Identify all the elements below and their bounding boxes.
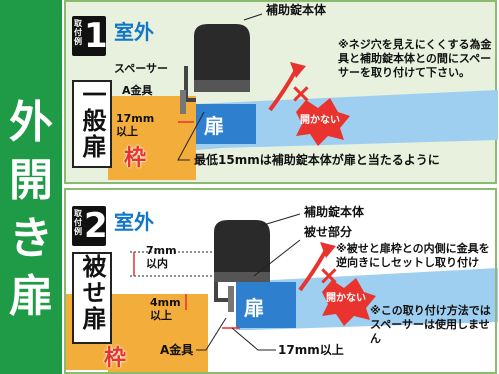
badge-number-1: 1 xyxy=(84,16,108,56)
lock-body xyxy=(194,24,250,80)
overlap-leader xyxy=(253,239,301,277)
gap-label-1: 17mm以上 xyxy=(116,112,155,138)
door-blue-block xyxy=(196,104,256,144)
gap-7mm-label: 7mm以内 xyxy=(146,244,177,270)
panel-case-2 xyxy=(64,188,497,374)
bracket-leader-2 xyxy=(196,317,227,351)
side-band: 外開き扉 xyxy=(0,0,62,374)
body-leader-2 xyxy=(259,213,301,227)
lock-body-label-2: 補助錠本体 xyxy=(304,205,365,219)
bottom-note-1: 最低15mmは補助錠本体が扉と当たるように xyxy=(194,153,440,167)
frame-label-2: 枠 xyxy=(104,346,127,371)
screw-2 xyxy=(228,286,234,312)
frame-label-1: 枠 xyxy=(124,146,147,171)
spacer-label: スペーサー xyxy=(114,62,169,75)
screw xyxy=(180,90,186,114)
door-blue-block-2 xyxy=(236,282,296,328)
leader-line xyxy=(177,111,205,161)
badge-label-2: 取付例 xyxy=(74,209,82,236)
cannot-open-burst-2 xyxy=(322,278,376,326)
lock-base xyxy=(194,80,250,92)
lock-base-2 xyxy=(214,272,270,282)
arrow-head-2 xyxy=(320,242,336,258)
example-badge-2: 取付例 2 xyxy=(72,206,108,246)
gap-leader-2 xyxy=(231,327,276,351)
badge-label-1: 取付例 xyxy=(74,19,82,46)
cannot-open-label-1: 開かない xyxy=(300,115,340,126)
outdoor-label-1: 室外 xyxy=(114,20,154,44)
badge-number-2: 2 xyxy=(84,206,108,246)
gap-17mm-label-2: 17mm以上 xyxy=(278,343,344,357)
cannot-open-label-2: 開かない xyxy=(326,293,366,304)
overlap-note: ※被せと扉枠との内側に金具を逆向きにしセットし取り付け xyxy=(336,242,490,269)
gap-4mm-label: 4mm以上 xyxy=(150,296,181,322)
arrow-head xyxy=(290,62,306,78)
body-leader xyxy=(243,13,263,21)
open-arrow xyxy=(268,69,298,112)
open-arrow-2 xyxy=(298,249,328,292)
door-type-text-1: 一般扉 xyxy=(78,82,106,160)
door-type-1: 一般扉 xyxy=(72,80,112,168)
door-label-1: 扉 xyxy=(204,114,224,138)
outdoor-label-2: 室外 xyxy=(114,210,154,234)
door-type-text-2: 被せ扉 xyxy=(78,254,106,332)
bracket-label-1: A金具 xyxy=(122,84,153,97)
cannot-open-burst xyxy=(296,98,350,146)
frame-shape-2 xyxy=(108,294,208,372)
door-type-2: 被せ扉 xyxy=(72,252,112,344)
example-badge-1: 取付例 1 xyxy=(72,16,108,56)
side-title: 外開き扉 xyxy=(9,97,53,322)
lock-body-label-1: 補助錠本体 xyxy=(266,3,327,17)
spacer-note: ※ネジ穴を見えにくくする為金具と補助錠本体との間にスペーサーを取り付けて下さい。 xyxy=(338,38,492,79)
overlap-label: 被せ部分 xyxy=(304,225,353,239)
lock-body-2 xyxy=(214,220,270,272)
door-label-2: 扉 xyxy=(244,296,264,320)
bracket-label-2: A金具 xyxy=(160,343,194,357)
no-spacer-note: ※この取り付け方法ではスペーサーは使用しません xyxy=(370,304,491,345)
